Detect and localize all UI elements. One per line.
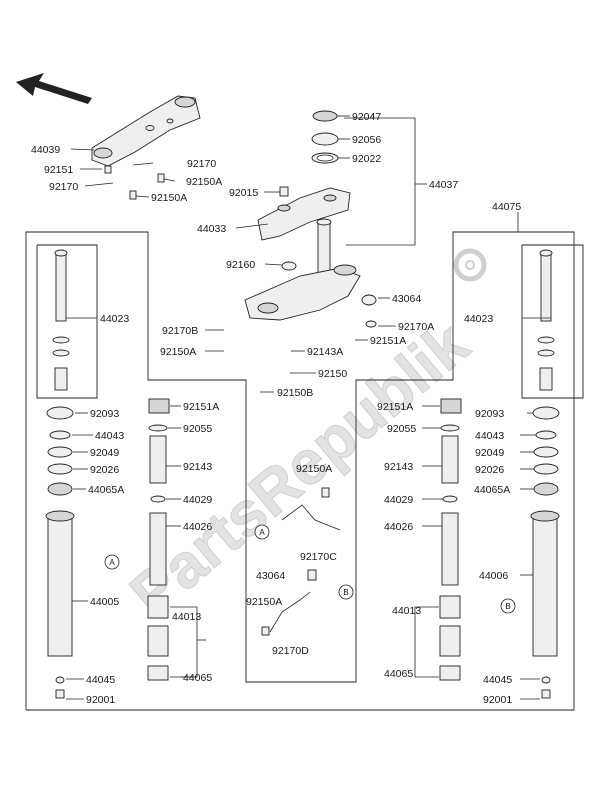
handlebar-holder bbox=[257, 186, 351, 241]
label-92170A: 92170A bbox=[398, 321, 434, 333]
label-92170B: 92170B bbox=[162, 325, 198, 337]
label-92150A-lower: 92150A bbox=[151, 192, 187, 204]
svg-text:A: A bbox=[109, 558, 115, 567]
label-44033: 44033 bbox=[197, 223, 226, 235]
label-44075: 44075 bbox=[492, 201, 521, 213]
label-44065-left: 44065 bbox=[183, 672, 212, 684]
label-92170D: 92170D bbox=[272, 645, 309, 657]
label-92015: 92015 bbox=[229, 187, 258, 199]
callout-b: B B bbox=[338, 584, 516, 614]
label-92022: 92022 bbox=[352, 153, 381, 165]
label-92056: 92056 bbox=[352, 134, 381, 146]
left-frame bbox=[25, 231, 575, 711]
svg-text:B: B bbox=[343, 588, 348, 597]
label-92170-lower: 92170 bbox=[49, 181, 78, 193]
stem-bracket bbox=[344, 117, 416, 246]
left-outer-tube bbox=[45, 510, 75, 699]
label-92170-upper: 92170 bbox=[187, 158, 216, 170]
svg-text:A: A bbox=[259, 528, 265, 537]
label-44043-left: 44043 bbox=[95, 430, 124, 442]
right-seal-stack bbox=[532, 406, 560, 496]
label-44013-left: 44013 bbox=[172, 611, 201, 623]
label-44026-right: 44026 bbox=[384, 521, 413, 533]
label-92143-right: 92143 bbox=[384, 461, 413, 473]
label-92150A-mid2: 92150A bbox=[246, 596, 282, 608]
label-92150B: 92150B bbox=[277, 387, 313, 399]
label-92001-left: 92001 bbox=[86, 694, 115, 706]
part-labels: 44039 92151 92170 92170 92150A 92150A 92… bbox=[31, 111, 521, 706]
label-92093-left: 92093 bbox=[90, 408, 119, 420]
svg-text:B: B bbox=[505, 602, 510, 611]
label-92150A-mid: 92150A bbox=[296, 463, 332, 475]
label-92093-right: 92093 bbox=[475, 408, 504, 420]
label-92049-right: 92049 bbox=[475, 447, 504, 459]
label-92150A-mid-left: 92150A bbox=[160, 346, 196, 358]
label-92047: 92047 bbox=[352, 111, 381, 123]
label-44005: 44005 bbox=[90, 596, 119, 608]
leader-lines bbox=[66, 115, 551, 700]
right-fork-sub-box bbox=[521, 244, 584, 399]
label-92026-right: 92026 bbox=[475, 464, 504, 476]
label-92049-left: 92049 bbox=[90, 447, 119, 459]
label-44029-left: 44029 bbox=[183, 494, 212, 506]
label-44029-right: 44029 bbox=[384, 494, 413, 506]
steering-stem bbox=[244, 218, 377, 328]
label-44039: 44039 bbox=[31, 144, 60, 156]
stem-seal-stack bbox=[311, 110, 339, 164]
label-92143A: 92143A bbox=[307, 346, 343, 358]
left-inner-tube-stack bbox=[52, 249, 70, 391]
upper-bracket-bolts bbox=[104, 165, 165, 200]
upper-bracket bbox=[91, 95, 201, 167]
gear-icon bbox=[453, 248, 487, 282]
label-92055-left: 92055 bbox=[183, 423, 212, 435]
right-damper-column bbox=[439, 398, 462, 681]
callout-a: A A bbox=[104, 524, 270, 570]
label-44065A-left: 44065A bbox=[88, 484, 124, 496]
direction-arrow-icon bbox=[16, 73, 92, 104]
label-92170C: 92170C bbox=[300, 551, 337, 563]
label-44013-right: 44013 bbox=[392, 605, 421, 617]
44075-bracket bbox=[453, 212, 519, 233]
label-92151A-left: 92151A bbox=[183, 401, 219, 413]
label-43064-mid: 43064 bbox=[256, 570, 285, 582]
left-damper-column bbox=[147, 398, 170, 681]
label-44037: 44037 bbox=[429, 179, 458, 191]
label-92150: 92150 bbox=[318, 368, 347, 380]
label-92055-right: 92055 bbox=[387, 423, 416, 435]
left-seal-stack bbox=[46, 406, 74, 496]
label-44045-right: 44045 bbox=[483, 674, 512, 686]
label-92151: 92151 bbox=[44, 164, 73, 176]
label-92150A-upper: 92150A bbox=[186, 176, 222, 188]
right-outer-tube bbox=[530, 510, 560, 699]
label-92151A-right: 92151A bbox=[377, 401, 413, 413]
right-inner-tube-stack bbox=[537, 249, 555, 391]
label-92026-left: 92026 bbox=[90, 464, 119, 476]
label-44006: 44006 bbox=[479, 570, 508, 582]
label-92143-left: 92143 bbox=[183, 461, 212, 473]
label-43064-top: 43064 bbox=[392, 293, 421, 305]
label-44026-left: 44026 bbox=[183, 521, 212, 533]
label-92001-right: 92001 bbox=[483, 694, 512, 706]
label-44065A-right: 44065A bbox=[474, 484, 510, 496]
label-92160: 92160 bbox=[226, 259, 255, 271]
label-44045-left: 44045 bbox=[86, 674, 115, 686]
label-44043-right: 44043 bbox=[475, 430, 504, 442]
label-44023-right: 44023 bbox=[464, 313, 493, 325]
label-44065-right: 44065 bbox=[384, 668, 413, 680]
middle-brake-hose-clips bbox=[261, 487, 341, 636]
label-92151A-top: 92151A bbox=[370, 335, 406, 347]
label-44023-left: 44023 bbox=[100, 313, 129, 325]
left-fork-sub-box bbox=[36, 244, 98, 399]
